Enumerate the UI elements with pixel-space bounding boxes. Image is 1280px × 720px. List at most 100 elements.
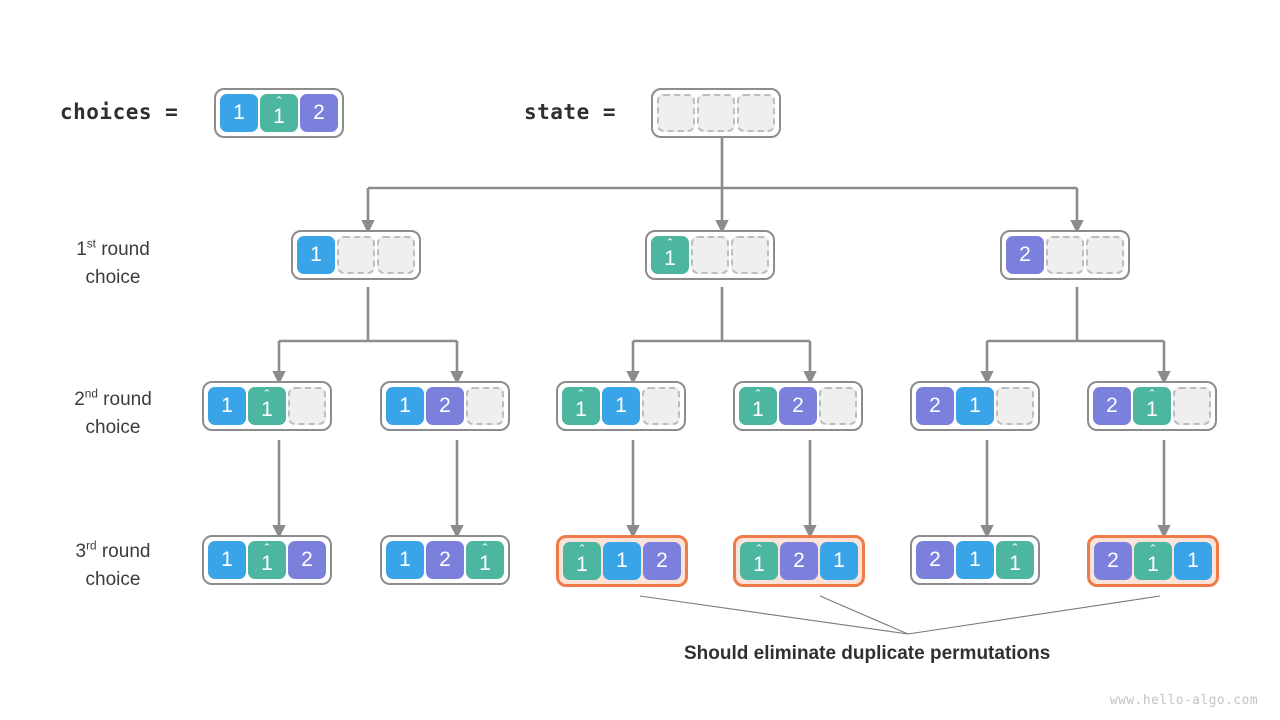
cell-value: 1 — [399, 548, 411, 571]
cell-value: 1 — [261, 552, 273, 575]
cell-third-round-3-1: 2 — [780, 542, 818, 580]
cell-value: 1 — [399, 394, 411, 417]
cell-third-round-4-0: 2 — [916, 541, 954, 579]
round-label-3-line1: 3rd round — [75, 539, 151, 562]
choices-cell-2: 2 — [300, 94, 338, 132]
cell-value: 1 — [479, 552, 491, 575]
cell-third-round-5-2: 1 — [1174, 542, 1212, 580]
choices-cell-0: 1 — [220, 94, 258, 132]
hat-marker: ˆ — [264, 387, 270, 404]
cell-value: 2 — [439, 394, 451, 417]
state-cell-1 — [697, 94, 735, 132]
cell-third-round-1-1: 2 — [426, 541, 464, 579]
tree-node-first-round-0: 1 — [291, 230, 421, 280]
round-label-1-line2: choice — [85, 266, 141, 288]
state-label: state = — [524, 100, 617, 124]
round-label-1: 1st round choice — [38, 236, 188, 291]
round-label-1-line1: 1st round — [76, 237, 150, 260]
cell-first-round-0-0: 1 — [297, 236, 335, 274]
cell-value: 1 — [969, 548, 981, 571]
cell-first-round-2-2 — [1086, 236, 1124, 274]
cell-value: 1 — [575, 398, 587, 421]
cell-value: 2 — [1019, 243, 1031, 266]
cell-second-round-1-0: 1 — [386, 387, 424, 425]
round-label-3-line2: choice — [85, 568, 141, 590]
cell-second-round-2-1: 1 — [602, 387, 640, 425]
round-label-2-line1: 2nd round — [74, 387, 152, 410]
cell-value: 2 — [656, 549, 668, 572]
cell-second-round-1-2 — [466, 387, 504, 425]
cell-value: 1 — [221, 548, 233, 571]
cell-value: 1 — [310, 243, 322, 266]
cell-second-round-3-2 — [819, 387, 857, 425]
cell-value: 1 — [752, 398, 764, 421]
cell-second-round-5-0: 2 — [1093, 387, 1131, 425]
cell-second-round-4-1: 1 — [956, 387, 994, 425]
hat-marker: ˆ — [755, 387, 761, 404]
cell-value: 2 — [792, 394, 804, 417]
cell-third-round-3-2: 1 — [820, 542, 858, 580]
cell-value: 2 — [929, 548, 941, 571]
cell-value: 1 — [273, 105, 285, 128]
cell-first-round-1-1 — [691, 236, 729, 274]
cell-value: 1 — [1147, 553, 1159, 576]
cell-second-round-1-1: 2 — [426, 387, 464, 425]
cell-value: 2 — [1107, 549, 1119, 572]
state-cell-2 — [737, 94, 775, 132]
hat-marker: ˆ — [756, 542, 762, 559]
cell-second-round-2-2 — [642, 387, 680, 425]
hat-marker: ˆ — [276, 94, 282, 111]
cell-value: 1 — [833, 549, 845, 572]
hat-marker: ˆ — [667, 236, 673, 253]
hat-marker: ˆ — [1012, 541, 1018, 558]
round-label-2-line2: choice — [85, 416, 141, 438]
cell-second-round-3-1: 2 — [779, 387, 817, 425]
cell-value: 1 — [576, 553, 588, 576]
round-label-2: 2nd round choice — [38, 386, 188, 441]
round-label-3: 3rd round choice — [38, 538, 188, 593]
cell-value: 2 — [439, 548, 451, 571]
cell-value: 1 — [261, 398, 273, 421]
cell-third-round-1-0: 1 — [386, 541, 424, 579]
choices-cell-2-value: 2 — [313, 101, 325, 124]
cell-first-round-0-1 — [337, 236, 375, 274]
hat-marker: ˆ — [264, 541, 270, 558]
cell-value: 2 — [793, 549, 805, 572]
cell-value: 1 — [616, 549, 628, 572]
hat-marker: ˆ — [1150, 542, 1156, 559]
tree-node-first-round-2: 2 — [1000, 230, 1130, 280]
cell-third-round-0-2: 2 — [288, 541, 326, 579]
cell-value: 1 — [1146, 398, 1158, 421]
caption-text: Should eliminate duplicate permutations — [684, 643, 1051, 664]
cell-third-round-4-1: 1 — [956, 541, 994, 579]
hat-marker: ˆ — [1149, 387, 1155, 404]
cell-value: 1 — [753, 553, 765, 576]
caption-leader-lines — [639, 595, 1161, 635]
hat-marker: ˆ — [482, 541, 488, 558]
cell-third-round-2-2: 2 — [643, 542, 681, 580]
cell-first-round-0-2 — [377, 236, 415, 274]
cell-second-round-0-0: 1 — [208, 387, 246, 425]
cell-value: 1 — [1187, 549, 1199, 572]
